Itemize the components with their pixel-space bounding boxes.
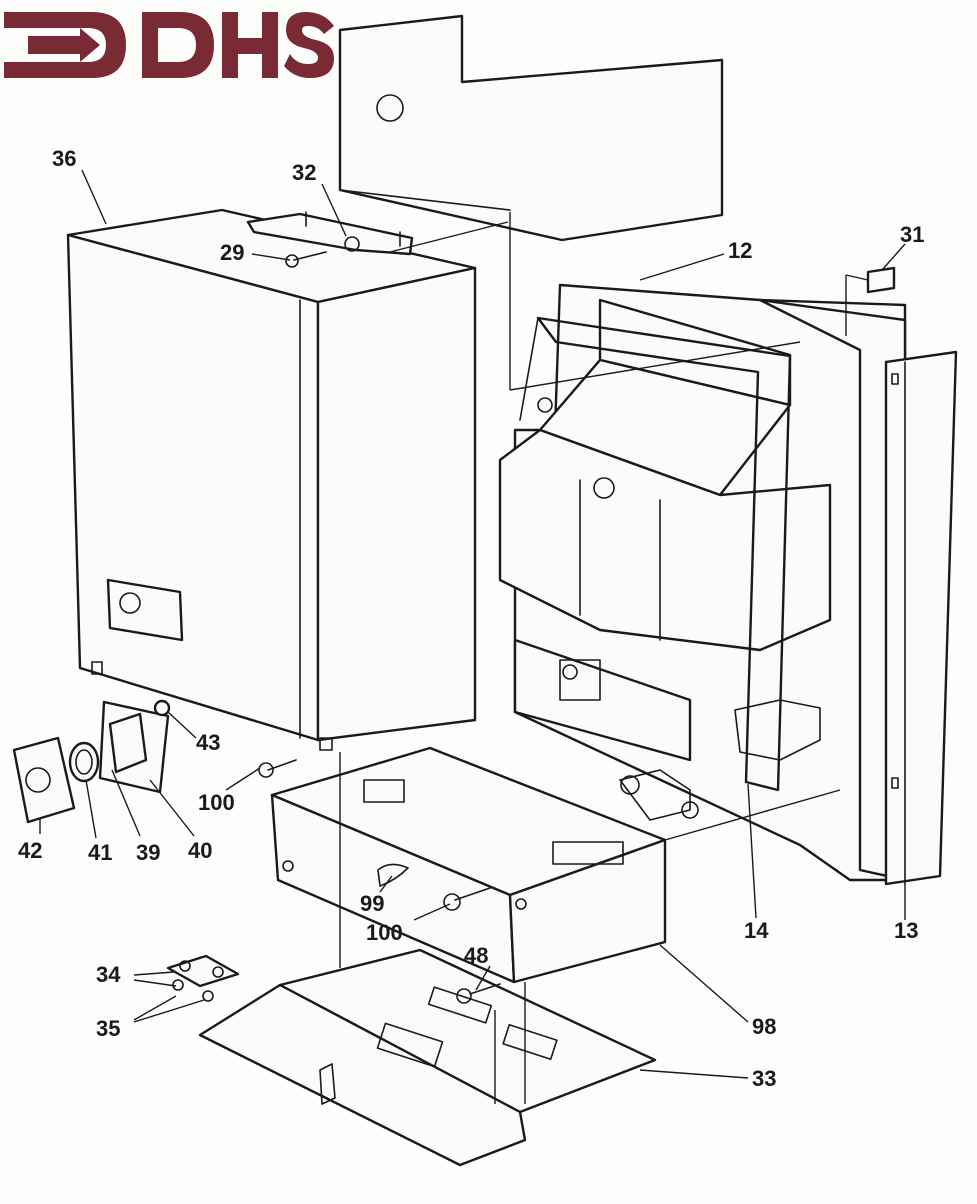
alignment-lines (339, 212, 841, 1104)
side-panel (884, 350, 958, 886)
callout-39: 39 (136, 840, 161, 865)
seal-frame (519, 316, 792, 792)
callout-29: 29 (220, 240, 245, 265)
logo-letter-h (222, 12, 278, 78)
callout-99: 99 (360, 891, 385, 916)
logo-letter-s (284, 12, 334, 78)
callout-100-upper: 100 (198, 790, 235, 815)
dhs-logo (4, 12, 334, 78)
boiler-chassis (498, 283, 907, 882)
callout-48: 48 (464, 943, 489, 968)
mounting-bracket (166, 954, 240, 1002)
callout-34: 34 (96, 962, 121, 987)
outer-casing (66, 208, 477, 751)
callout-14: 14 (744, 918, 769, 943)
control-panel-parts (12, 699, 171, 824)
callout-41: 41 (88, 840, 113, 865)
callout-32: 32 (292, 160, 317, 185)
callout-33: 33 (752, 1066, 777, 1091)
flue-hood (338, 14, 724, 242)
callout-36: 36 (52, 146, 77, 171)
bottom-tray (198, 948, 657, 1167)
logo-arrow-icon (4, 12, 126, 78)
callout-leaders (39, 169, 906, 1079)
callout-12: 12 (728, 238, 753, 263)
clip-31 (845, 266, 896, 336)
callout-13: 13 (894, 918, 919, 943)
lower-housing (258, 746, 667, 984)
callout-40: 40 (188, 838, 213, 863)
callout-100-lower: 100 (366, 920, 403, 945)
callout-31: 31 (900, 222, 925, 247)
callout-43: 43 (196, 730, 221, 755)
callout-98: 98 (752, 1014, 777, 1039)
callout-35: 35 (96, 1016, 121, 1041)
logo-letter-d (142, 12, 214, 78)
callout-42: 42 (18, 838, 43, 863)
